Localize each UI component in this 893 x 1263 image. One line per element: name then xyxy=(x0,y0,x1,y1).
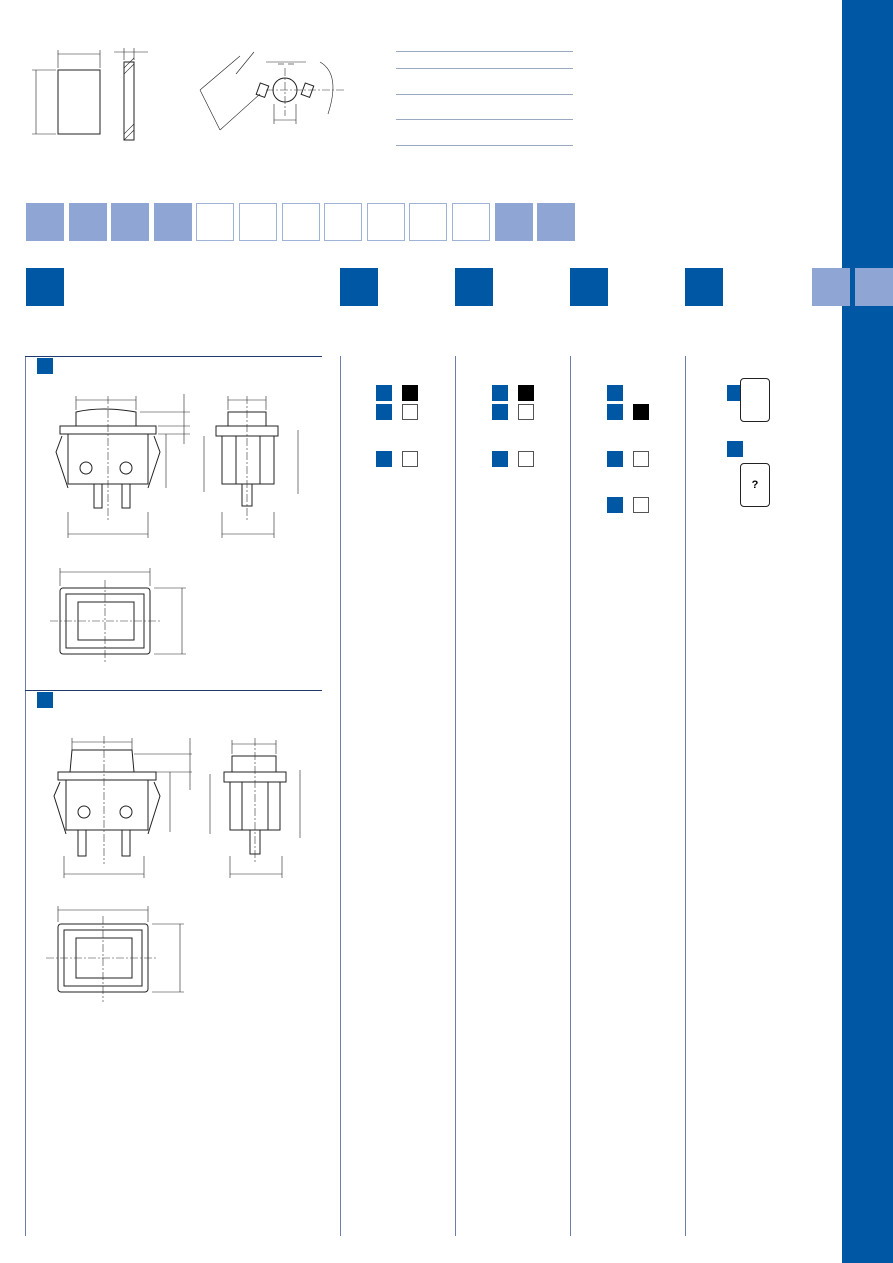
selector-cell-7[interactable] xyxy=(281,203,320,241)
option-marker xyxy=(492,404,508,420)
color-swatch-white[interactable] xyxy=(633,451,649,467)
color-swatch-black[interactable] xyxy=(633,404,649,420)
column-head-6[interactable] xyxy=(812,268,850,306)
selector-cell-1[interactable] xyxy=(26,203,64,241)
color-swatch-black[interactable] xyxy=(402,385,418,401)
selector-cell-4[interactable] xyxy=(153,203,192,241)
selector-cell-2[interactable] xyxy=(68,203,107,241)
selector-cell-9[interactable] xyxy=(366,203,405,241)
color-swatch-white[interactable] xyxy=(633,497,649,513)
option-marker xyxy=(607,385,623,401)
option-marker xyxy=(376,404,392,420)
selector-cell-5[interactable] xyxy=(196,203,235,241)
column-head-2[interactable] xyxy=(340,268,378,306)
panel-cutout-diagram-icon xyxy=(32,48,148,141)
color-swatch-black[interactable] xyxy=(518,385,534,401)
column-divider-2 xyxy=(340,356,341,1236)
cutout-outline-view-icon xyxy=(50,568,186,664)
section-marker-2 xyxy=(37,692,53,708)
rocker-switch-front-view-icon xyxy=(55,394,190,538)
column-divider-1 xyxy=(25,356,26,1236)
selector-cell-3[interactable] xyxy=(111,203,150,241)
option-marker xyxy=(376,451,392,467)
column-head-5[interactable] xyxy=(685,268,723,306)
column-divider-3 xyxy=(455,356,456,1236)
mounting-angle-diagram-icon xyxy=(199,51,346,131)
selector-cell-6[interactable] xyxy=(239,203,277,241)
column-head-7[interactable] xyxy=(855,268,893,306)
rocker-switch-side-view-icon xyxy=(203,396,299,538)
color-swatch-white[interactable] xyxy=(402,451,418,467)
option-marker xyxy=(376,385,392,401)
marking-marker-2 xyxy=(727,441,743,457)
column-divider-5 xyxy=(685,356,686,1236)
selector-cell-10[interactable] xyxy=(409,203,448,241)
spec-rule-2 xyxy=(396,68,573,69)
option-marker xyxy=(492,451,508,467)
color-swatch-white[interactable] xyxy=(402,404,418,420)
spec-rule-3 xyxy=(396,94,573,95)
spec-rule-4 xyxy=(396,119,573,120)
blank-keycap-icon[interactable] xyxy=(740,378,770,422)
rocker-switch-front-view-2-icon xyxy=(53,736,192,878)
option-marker xyxy=(607,404,623,420)
section-rule-1 xyxy=(25,356,322,357)
column-head-1[interactable] xyxy=(26,268,64,306)
selector-cell-11[interactable] xyxy=(452,203,490,241)
section-rule-2 xyxy=(25,690,322,691)
marking-marker-1 xyxy=(727,385,743,401)
option-marker xyxy=(492,385,508,401)
section-marker-1 xyxy=(37,358,53,374)
selector-cell-8[interactable] xyxy=(324,203,363,241)
option-marker xyxy=(607,497,623,513)
option-marker xyxy=(607,451,623,467)
color-swatch-white[interactable] xyxy=(518,404,534,420)
selector-cell-12[interactable] xyxy=(494,203,533,241)
column-divider-4 xyxy=(570,356,571,1236)
brand-sidebar xyxy=(842,0,893,1263)
selector-cell-13[interactable] xyxy=(537,203,576,241)
column-head-4[interactable] xyxy=(570,268,608,306)
spec-rule-5 xyxy=(396,145,573,146)
rocker-switch-side-view-2-icon xyxy=(209,738,301,878)
cutout-outline-view-2-icon xyxy=(46,906,184,1002)
color-swatch-white[interactable] xyxy=(518,451,534,467)
column-head-3[interactable] xyxy=(455,268,493,306)
spec-rule-1 xyxy=(396,51,573,52)
question-keycap-icon[interactable]: ? xyxy=(740,463,770,507)
